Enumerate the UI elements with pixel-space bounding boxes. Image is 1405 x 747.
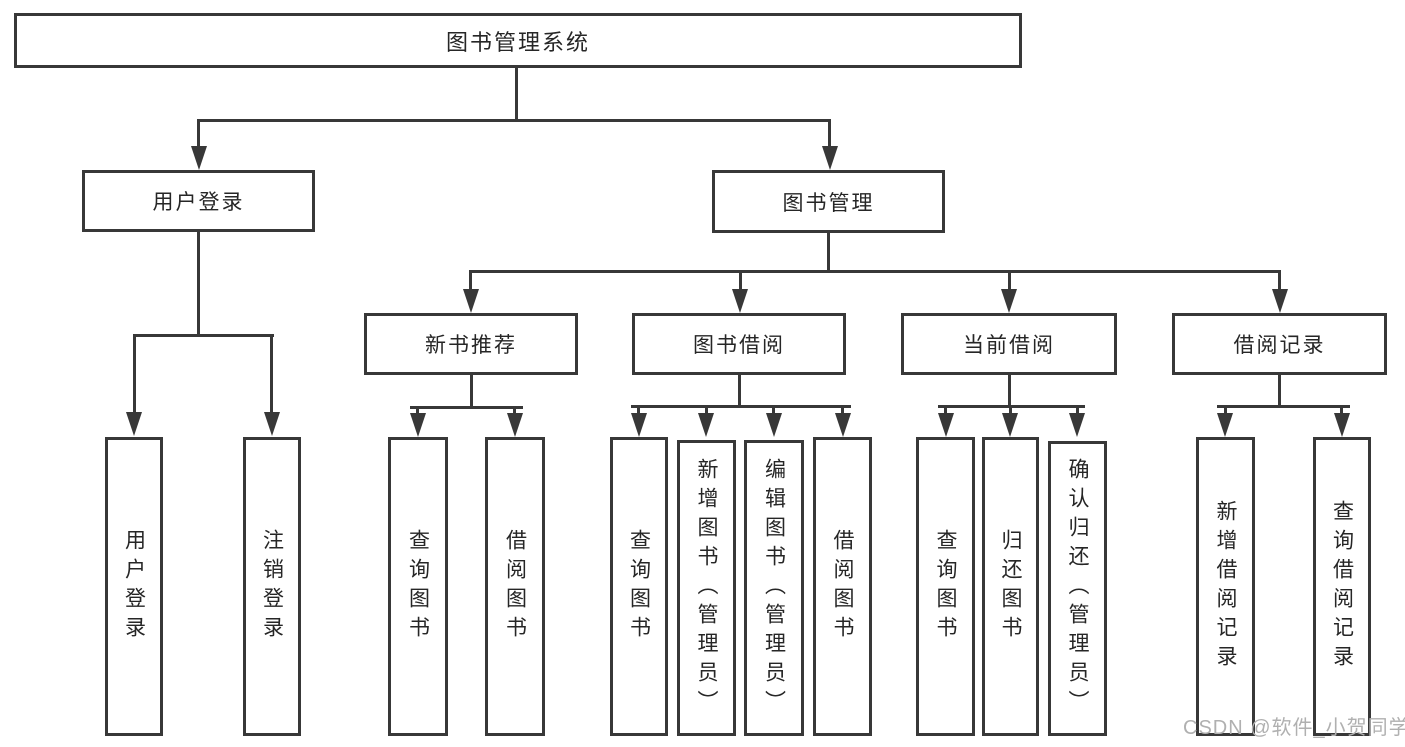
connector-bookmgmt-drop-4 [1278,270,1281,290]
connector-newbook-drop-1 [416,406,419,416]
connector-userlogin-drop-1 [133,334,136,416]
leaf-query-books-current: 查询图书 [916,437,975,736]
arrow-down-icon [938,413,954,437]
node-user-login: 用户登录 [82,170,315,232]
leaf-logout: 注销登录 [243,437,301,736]
arrow-down-icon [631,413,647,437]
connector-current-drop-2 [1009,405,1012,416]
connector-root-stem [515,68,518,121]
arrow-down-icon [191,146,207,170]
leaf-query-books-borrow: 查询图书 [610,437,668,736]
connector-borrow-drop-3 [772,405,775,416]
leaf-edit-books-admin: 编辑图书（管理员） [744,440,804,736]
arrow-down-icon [264,412,280,436]
connector-current-stem [1008,375,1011,408]
connector-userlogin-drop-2 [270,334,273,416]
arrow-down-icon [1069,413,1085,437]
connector-bookmgmt-drop-2 [739,270,742,290]
arrow-down-icon [126,412,142,436]
arrow-down-icon [1002,413,1018,437]
arrow-down-icon [463,289,479,313]
node-new-book-recommend: 新书推荐 [364,313,578,375]
connector-root-drop-left [197,119,200,149]
leaf-borrow-books: 借阅图书 [813,437,872,736]
connector-bookmgmt-stem [827,233,830,273]
arrow-down-icon [410,413,426,437]
connector-root-drop-right [828,119,831,149]
leaf-return-books: 归还图书 [982,437,1039,736]
node-library-management-system: 图书管理系统 [14,13,1022,68]
node-book-borrow: 图书借阅 [632,313,846,375]
arrow-down-icon [698,413,714,437]
arrow-down-icon [732,289,748,313]
connector-records-drop-2 [1340,405,1343,416]
connector-records-bar [1217,405,1350,408]
arrow-down-icon [1217,413,1233,437]
connector-borrow-stem [738,375,741,408]
connector-current-drop-1 [944,405,947,416]
connector-userlogin-stem [197,232,200,337]
connector-newbook-drop-2 [513,406,516,416]
connector-newbook-bar [410,406,523,409]
leaf-add-books-admin: 新增图书（管理员） [677,440,736,736]
leaf-query-books-recommend: 查询图书 [388,437,448,736]
csdn-watermark: CSDN @软件_小贺同学 [1183,717,1405,739]
arrow-down-icon [1334,413,1350,437]
connector-newbook-stem [470,375,473,409]
arrow-down-icon [507,413,523,437]
connector-bookmgmt-bar [470,270,1281,273]
leaf-query-borrow-record: 查询借阅记录 [1313,437,1371,736]
connector-bookmgmt-drop-3 [1008,270,1011,290]
connector-root-bar [197,119,831,122]
arrow-down-icon [766,413,782,437]
leaf-borrow-books-recommend: 借阅图书 [485,437,545,736]
connector-userlogin-bar [133,334,274,337]
node-current-borrow: 当前借阅 [901,313,1117,375]
connector-current-drop-3 [1076,405,1079,416]
leaf-user-login: 用户登录 [105,437,163,736]
connector-borrow-drop-2 [705,405,708,416]
arrow-down-icon [822,146,838,170]
connector-records-drop-1 [1224,405,1227,416]
node-book-management: 图书管理 [712,170,945,233]
connector-bookmgmt-drop-1 [469,270,472,290]
arrow-down-icon [835,413,851,437]
node-borrow-records: 借阅记录 [1172,313,1387,375]
leaf-add-borrow-record: 新增借阅记录 [1196,437,1255,736]
connector-borrow-bar [631,405,851,408]
arrow-down-icon [1001,289,1017,313]
arrow-down-icon [1272,289,1288,313]
connector-borrow-drop-1 [637,405,640,416]
connector-records-stem [1278,375,1281,408]
leaf-confirm-return-admin: 确认归还（管理员） [1048,441,1107,736]
connector-borrow-drop-4 [841,405,844,416]
